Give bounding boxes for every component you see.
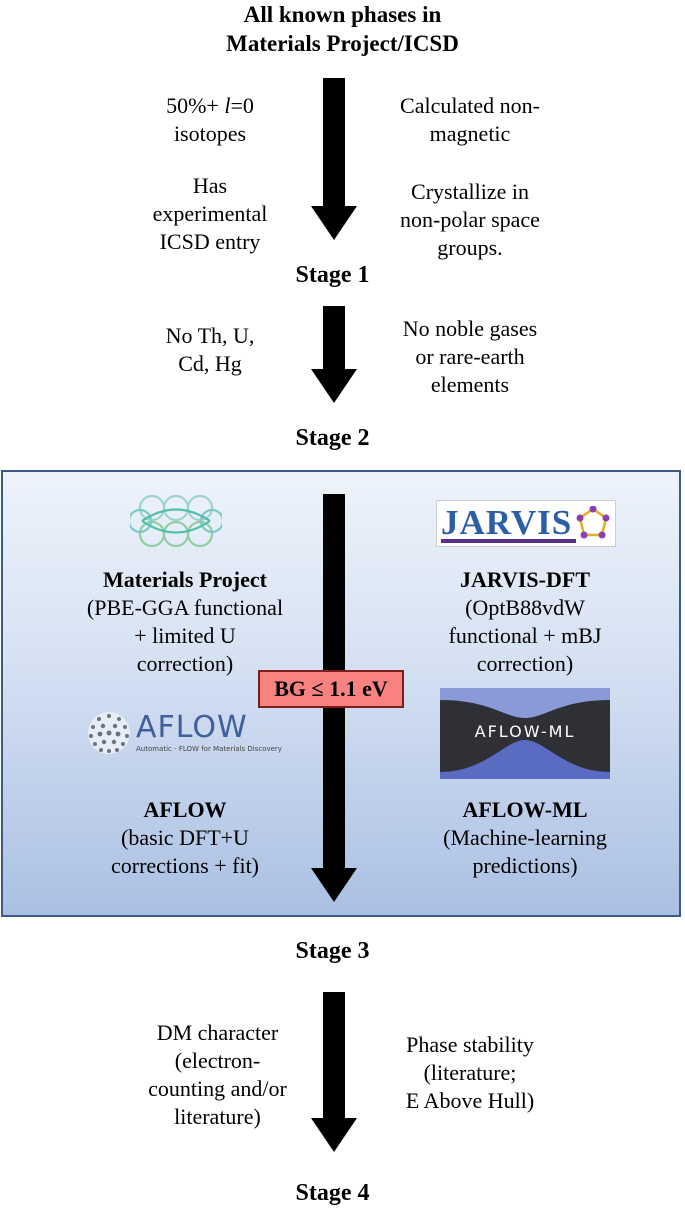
criterion-icsd-entry: Has experimental ICSD entry	[130, 172, 290, 256]
db-aflow: AFLOW (basic DFT+U corrections + fit)	[80, 796, 290, 880]
aflow-logo-text: AFLOW	[136, 710, 248, 745]
icsd-line-3: ICSD entry	[159, 229, 261, 254]
jarvis-name: JARVIS-DFT	[459, 567, 590, 592]
stability-line-3: E Above Hull)	[405, 1088, 535, 1113]
criterion-dm-character: DM character (electron- counting and/or …	[130, 1019, 305, 1131]
stability-line-1: Phase stability	[406, 1032, 534, 1057]
jarvis-desc-line-2: functional + mBJ	[448, 623, 602, 648]
aflow-logo: AFLOW Automatic - FLOW for Materials Dis…	[86, 708, 282, 758]
arrow-stage1-head	[311, 206, 357, 240]
isotopes-prefix: 50%+	[166, 93, 225, 118]
icsd-line-2: experimental	[152, 201, 268, 226]
aflow-ml-wave-graphic	[440, 688, 610, 779]
jarvis-logo-text: JARVIS	[441, 503, 573, 542]
title-line-2: Materials Project/ICSD	[226, 31, 459, 56]
jarvis-desc-line-1: (OptB88vdW	[465, 595, 585, 620]
stage-1-label: Stage 1	[295, 262, 370, 288]
criterion-non-magnetic: Calculated non- magnetic	[380, 92, 560, 148]
aflow-desc-line-1: (basic DFT+U	[121, 825, 249, 850]
stability-line-2: (literature;	[423, 1060, 517, 1085]
aflow-ml-logo: AFLOW-ML	[440, 688, 610, 779]
dm-line-4: literature)	[174, 1104, 261, 1129]
nonpolar-line-3: groups.	[437, 235, 503, 260]
nonpolar-line-2: non-polar space	[400, 207, 540, 232]
aflow-logo-subtitle: Automatic - FLOW for Materials Discovery	[136, 745, 282, 753]
aflow-name: AFLOW	[143, 797, 227, 822]
noble-line-1: No noble gases	[402, 316, 538, 341]
dm-line-1: DM character	[156, 1020, 279, 1045]
aflowml-desc-line-2: predictions)	[472, 853, 578, 878]
isotopes-l: l	[224, 93, 231, 118]
arrow-stage3-head	[311, 868, 357, 902]
stage-3-label: Stage 3	[295, 938, 370, 964]
criterion-no-noble-gases: No noble gases or rare-earth elements	[375, 315, 565, 399]
aflow-sphere-icon	[88, 712, 130, 754]
aflowml-desc-line-1: (Machine-learning	[443, 825, 607, 850]
nonmag-line-2: magnetic	[429, 121, 511, 146]
criterion-no-actinides: No Th, U, Cd, Hg	[130, 322, 290, 378]
jarvis-logo-bar	[441, 539, 576, 543]
noble-line-3: elements	[430, 372, 510, 397]
aflowml-name: AFLOW-ML	[462, 797, 588, 822]
criterion-phase-stability: Phase stability (literature; E Above Hul…	[380, 1031, 560, 1115]
actinides-line-1: No Th, U,	[165, 323, 255, 348]
mp-desc-line-1: (PBE-GGA functional	[86, 595, 284, 620]
diagram-title: All known phases in Materials Project/IC…	[160, 0, 525, 58]
db-materials-project: Materials Project (PBE-GGA functional + …	[70, 566, 300, 678]
nonmag-line-1: Calculated non-	[400, 93, 540, 118]
actinides-line-2: Cd, Hg	[178, 351, 242, 376]
bandgap-filter-box: BG ≤ 1.1 eV	[258, 670, 404, 708]
aflow-ml-logo-text: AFLOW-ML	[474, 722, 576, 741]
materials-project-logo-graphic	[127, 494, 225, 548]
isotopes-suffix: =0	[230, 93, 254, 118]
isotopes-line-2: isotopes	[173, 121, 247, 146]
dm-line-3: counting and/or	[148, 1076, 287, 1101]
arrow-stage2-shaft	[323, 306, 345, 371]
mp-desc-line-3: correction)	[136, 651, 234, 676]
nonpolar-line-1: Crystallize in	[411, 179, 529, 204]
arrow-stage4-shaft	[323, 992, 345, 1120]
criterion-non-polar: Crystallize in non-polar space groups.	[375, 178, 565, 262]
jarvis-desc-line-3: correction)	[476, 651, 574, 676]
materials-project-logo	[127, 490, 225, 556]
icsd-line-1: Has	[192, 173, 228, 198]
db-jarvis-dft: JARVIS-DFT (OptB88vdW functional + mBJ c…	[415, 566, 635, 678]
noble-line-2: or rare-earth	[415, 344, 525, 369]
jarvis-logo: JARVIS	[436, 500, 616, 547]
db-aflow-ml: AFLOW-ML (Machine-learning predictions)	[420, 796, 630, 880]
criterion-isotopes: 50%+ l=0 isotopes	[130, 92, 290, 148]
stage-2-label: Stage 2	[295, 425, 370, 451]
mp-desc-line-2: + limited U	[134, 623, 236, 648]
jarvis-molecule-icon	[576, 506, 610, 539]
title-line-1: All known phases in	[243, 2, 442, 27]
mp-name: Materials Project	[103, 567, 267, 592]
aflow-desc-line-2: corrections + fit)	[110, 853, 260, 878]
arrow-stage2-head	[311, 369, 357, 403]
stage-4-label: Stage 4	[295, 1180, 370, 1206]
arrow-stage1-shaft	[323, 78, 345, 208]
dm-line-2: (electron-	[174, 1048, 261, 1073]
arrow-stage4-head	[311, 1118, 357, 1152]
